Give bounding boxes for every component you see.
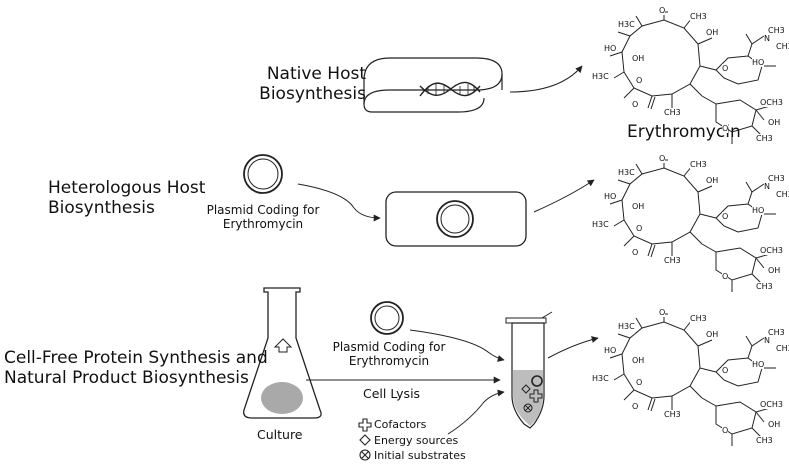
atom-label: OH: [632, 202, 645, 211]
heterologous-title-line1: Heterologous Host: [48, 178, 206, 198]
atom-label: OH: [632, 54, 645, 63]
atom-label: CH3: [690, 12, 707, 21]
atom-label: CH3: [690, 314, 707, 323]
atom-label: CH3: [768, 328, 785, 337]
atom-label: HO: [752, 58, 765, 67]
atom-label: H3C: [592, 220, 609, 229]
atom-label: CH3: [756, 282, 773, 291]
atom-label: CH3: [756, 436, 773, 445]
host-to-product-arrow: [533, 179, 595, 213]
atom-label: CH3: [664, 410, 681, 419]
plasmid-label-row3-line2: Erythromycin: [348, 354, 430, 369]
plasmid-label-row2-line1: Plasmid Coding for: [206, 203, 320, 217]
atom-label: O: [722, 272, 729, 281]
atom-label: O: [632, 402, 639, 411]
atom-label: HO: [752, 360, 765, 369]
atom-label: OH: [768, 266, 781, 275]
atom-label: CH3: [664, 256, 681, 265]
product-name-label: Erythromycin: [627, 122, 741, 142]
atom-label: O: [722, 124, 729, 133]
atom-label: H3C: [618, 322, 635, 331]
atom-label: OH: [706, 176, 719, 185]
atom-label: N: [764, 34, 770, 43]
atom-label: O: [722, 212, 729, 221]
native-to-product-arrow: [509, 65, 583, 93]
cell-icon-in-flask: [273, 338, 293, 353]
atom-label: HO: [604, 44, 617, 53]
plasmid-ring-row3: [370, 301, 404, 335]
heterologous-title-line2: Biosynthesis: [48, 198, 155, 219]
native-host-cell: [363, 57, 503, 113]
culture-label: Culture: [257, 427, 303, 442]
atom-label: O: [636, 224, 643, 233]
atom-label: OH: [706, 330, 719, 339]
erythromycin-structure-middle: [609, 159, 777, 293]
cell-free-title-line1: Cell-Free Protein Synthesis and: [4, 348, 268, 368]
plasmid-to-tube-arrow: [409, 329, 505, 362]
cross-shape-icon: [358, 418, 372, 432]
atom-label: N: [764, 336, 770, 345]
circle-x-icon: [359, 449, 371, 461]
atom-label: CH3: [768, 174, 785, 183]
atom-label: H3C: [592, 374, 609, 383]
atom-label: HO: [752, 206, 765, 215]
reaction-tube: [505, 311, 553, 429]
legend-cofactors: Cofactors: [374, 418, 427, 431]
erythromycin-structure-bottom: [609, 313, 777, 447]
atom-label: OH: [768, 420, 781, 429]
atom-label: HO: [604, 192, 617, 201]
atom-label: CH3: [776, 42, 789, 51]
cell-free-title-line2: Natural Product Biosynthesis: [4, 368, 249, 389]
plasmid-label-row2-line2: Erythromycin: [222, 217, 304, 232]
plasmid-label-row2: Plasmid Coding for Erythromycin: [200, 203, 326, 232]
plasmid-label-row3: Plasmid Coding for Erythromycin: [326, 340, 452, 369]
atom-label: OCH3: [760, 98, 783, 107]
dna-helix-icon: [419, 81, 481, 97]
atom-label: OH: [632, 356, 645, 365]
atom-label: OCH3: [760, 400, 783, 409]
plasmid-ring-row2: [243, 154, 283, 194]
atom-label: CH3: [776, 190, 789, 199]
atom-label: CH3: [690, 160, 707, 169]
atom-label: O: [636, 378, 643, 387]
atom-label: CH3: [664, 108, 681, 117]
atom-label: H3C: [618, 168, 635, 177]
atom-label: O: [722, 366, 729, 375]
cell-lysis-label: Cell Lysis: [363, 386, 421, 401]
atom-label: O: [636, 76, 643, 85]
native-host-title-text: Native Host Biosynthesis: [259, 64, 366, 105]
plasmid-in-host: [436, 200, 474, 238]
atom-label: O: [659, 6, 666, 15]
reagents-to-tube-arrow: [447, 389, 505, 435]
heterologous-host-title: Heterologous Host Biosynthesis: [48, 178, 205, 219]
plasmid-to-host-arrow: [297, 183, 381, 222]
atom-label: H3C: [618, 20, 635, 29]
atom-label: O: [632, 248, 639, 257]
atom-label: O: [722, 426, 729, 435]
atom-label: CH3: [756, 134, 773, 143]
atom-label: O: [659, 308, 666, 317]
atom-label: HO: [604, 346, 617, 355]
atom-label: CH3: [768, 26, 785, 35]
culture-flask: [243, 287, 322, 419]
heterologous-host-cell: [385, 191, 527, 247]
atom-label: O: [659, 154, 666, 163]
plasmid-label-row3-line1: Plasmid Coding for: [332, 340, 446, 354]
atom-label: H3C: [592, 72, 609, 81]
atom-label: N: [764, 182, 770, 191]
tube-to-product-arrow: [547, 336, 599, 359]
atom-label: CH3: [776, 344, 789, 353]
atom-label: OH: [706, 28, 719, 37]
legend-energy-sources: Energy sources: [374, 434, 459, 447]
legend-initial-substrates: Initial substrates: [374, 449, 466, 462]
atom-label: OCH3: [760, 246, 783, 255]
atom-label: OH: [768, 118, 781, 127]
atom-label: O: [632, 100, 639, 109]
native-host-title: Native Host Biosynthesis: [254, 64, 366, 105]
cell-free-title: Cell-Free Protein Synthesis and Natural …: [4, 348, 268, 389]
atom-label: O: [722, 64, 729, 73]
diamond-shape-icon: [359, 434, 371, 446]
